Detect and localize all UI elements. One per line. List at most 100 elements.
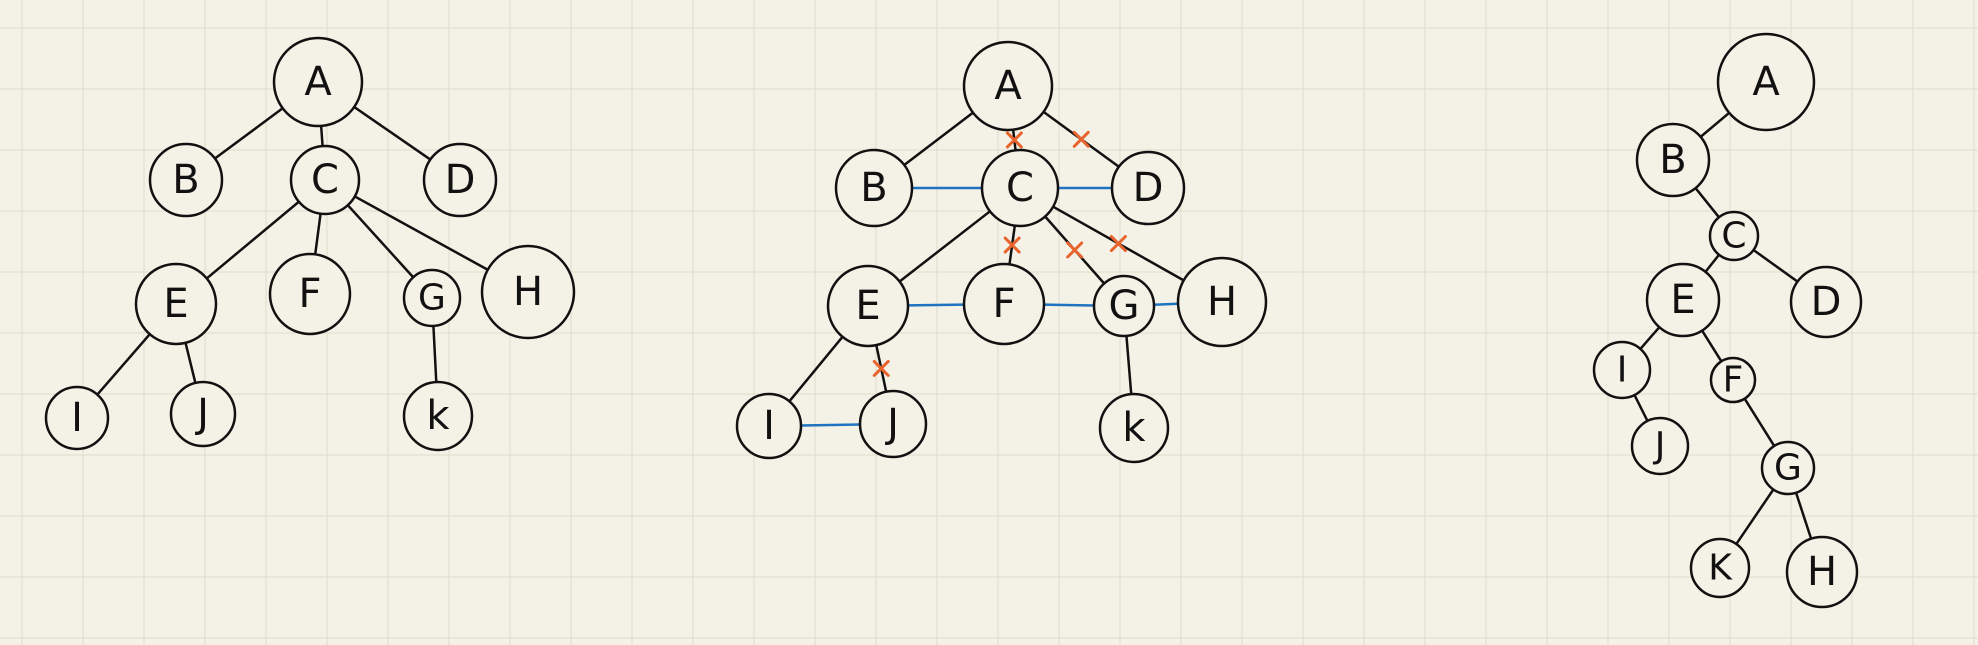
cut-mark — [1005, 131, 1023, 149]
node-label: J — [884, 401, 899, 447]
node-label: k — [426, 393, 450, 439]
tree-edge — [1700, 329, 1723, 363]
node-circle — [1630, 416, 1690, 476]
node-circle — [1110, 150, 1186, 226]
node-circle — [735, 392, 803, 460]
node-label: H — [1207, 279, 1237, 325]
cut-mark-stroke — [1003, 236, 1021, 254]
tree-edge — [1125, 334, 1133, 396]
node-label: E — [163, 281, 188, 327]
node-circle — [834, 148, 914, 228]
node-circle — [1176, 256, 1268, 348]
tree-edge — [352, 105, 432, 161]
tree-edge — [1694, 186, 1721, 219]
node-c: C — [289, 144, 361, 216]
node-circle — [1092, 274, 1156, 338]
node-label: B — [1659, 137, 1686, 183]
node-circle — [962, 262, 1046, 346]
node-label: I — [71, 395, 83, 441]
node-circle — [980, 148, 1060, 228]
node-circle — [402, 268, 462, 328]
tree-edge — [1639, 325, 1661, 351]
node-circle — [1645, 262, 1721, 338]
tree-edge — [313, 212, 322, 256]
node-h: H — [480, 244, 576, 340]
node-circle — [1592, 340, 1652, 400]
node-a: A — [1716, 32, 1816, 132]
sibling-link — [906, 303, 966, 307]
node-circle — [402, 380, 474, 452]
cut-mark — [872, 359, 890, 377]
tree-edge — [205, 200, 301, 280]
node-d: D — [422, 142, 498, 218]
tree-edge — [902, 111, 975, 167]
sibling-link — [1042, 303, 1096, 307]
cut-mark — [1072, 130, 1090, 148]
node-f: F — [1709, 356, 1757, 404]
node-label: F — [298, 271, 321, 317]
node-circle — [480, 244, 576, 340]
node-j: J — [1630, 416, 1690, 476]
node-label: A — [994, 63, 1022, 109]
node-c: C — [1708, 210, 1760, 262]
tree-edge — [898, 210, 992, 283]
sibling-link — [799, 423, 862, 427]
node-circle — [962, 40, 1054, 132]
node-circle — [134, 262, 218, 346]
tree-edge — [1633, 393, 1649, 423]
node-label: D — [445, 157, 476, 203]
node-label: H — [1807, 549, 1837, 595]
tree-edge — [319, 124, 324, 148]
tree-edge — [1704, 253, 1721, 274]
node-i: I — [44, 385, 110, 451]
node-circle — [422, 142, 498, 218]
node-label: F — [1723, 360, 1744, 401]
node-label: E — [1670, 277, 1695, 323]
tree-edge — [346, 203, 415, 279]
cut-mark — [1066, 241, 1084, 259]
node-label: I — [763, 403, 775, 449]
node-circle — [148, 142, 224, 218]
cut-mark-stroke — [1005, 131, 1023, 149]
node-b: B — [148, 142, 224, 218]
node-k: k — [1098, 392, 1170, 464]
node-c: C — [980, 148, 1060, 228]
sibling-link — [1152, 302, 1180, 307]
cut-mark — [1109, 235, 1127, 253]
node-e: E — [1645, 262, 1721, 338]
tree-edge — [1743, 397, 1776, 448]
node-label: J — [1653, 426, 1666, 467]
tree-edge — [184, 341, 197, 385]
node-circle — [268, 252, 352, 336]
tree-edge — [432, 324, 438, 384]
node-label: k — [1122, 405, 1146, 451]
node-k: K — [1689, 537, 1751, 599]
tree-edge — [1699, 111, 1731, 139]
cut-mark-stroke — [1109, 235, 1127, 253]
node-e: E — [826, 264, 910, 348]
node-label: A — [304, 59, 332, 105]
node-d: D — [1789, 265, 1863, 339]
tree-edge — [1735, 488, 1775, 546]
node-label: A — [1752, 59, 1780, 105]
tree-edge — [788, 335, 844, 403]
node-circle — [1789, 265, 1863, 339]
node-a: A — [962, 40, 1054, 132]
node-k: k — [402, 380, 474, 452]
node-circle — [289, 144, 361, 216]
node-h: H — [1176, 256, 1268, 348]
tree-edge — [1752, 248, 1799, 283]
node-label: G — [1109, 283, 1140, 329]
node-h: H — [1785, 535, 1859, 609]
node-label: C — [1721, 216, 1746, 257]
node-circle — [826, 264, 910, 348]
node-j: J — [858, 389, 928, 459]
node-g: G — [1092, 274, 1156, 338]
node-circle — [1708, 210, 1760, 262]
node-label: G — [418, 278, 446, 319]
node-d: D — [1110, 150, 1186, 226]
node-circle — [169, 380, 237, 448]
